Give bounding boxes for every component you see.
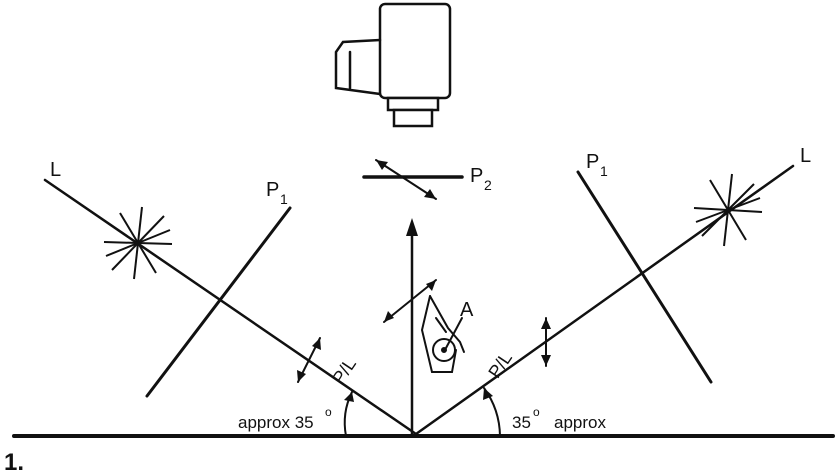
reflected-ray-arrowhead [406,218,418,236]
label-angle-left-degree: o [325,405,332,419]
left-starburst-icon [103,206,173,280]
left-angle-arrow [344,392,354,402]
figure-number: 1. [4,449,24,476]
analyzer-double-arrow [375,159,437,200]
left-double-arrow [297,337,321,383]
label-pl-left: P/L [328,354,360,388]
left-polarizer [145,206,292,398]
label-light-right: L [800,145,811,167]
label-analyzer: P [470,165,483,187]
left-light-path [43,178,418,436]
right-angle-arrow [483,388,493,400]
object-double-arrow [383,279,437,323]
label-polarizer-right: P [586,151,599,173]
label-polarizer-left-sub: 1 [280,191,288,207]
label-angle-left: approx 35 [238,413,314,432]
label-angle-right-degree: o [533,405,540,419]
right-double-arrow [541,317,551,367]
right-polarizer [576,170,713,384]
camera-icon [334,2,452,128]
label-angle-right-suffix: approx [554,413,606,432]
label-polarizer-right-sub: 1 [600,163,608,179]
object-a [420,295,465,373]
label-pl-right: P/L [484,348,516,382]
label-object: A [460,299,474,321]
label-polarizer-left: P [266,179,279,201]
right-starburst-icon [693,173,763,247]
label-analyzer-sub: 2 [484,177,492,193]
label-angle-right: 35 [512,413,531,432]
label-light-left: L [50,159,61,181]
